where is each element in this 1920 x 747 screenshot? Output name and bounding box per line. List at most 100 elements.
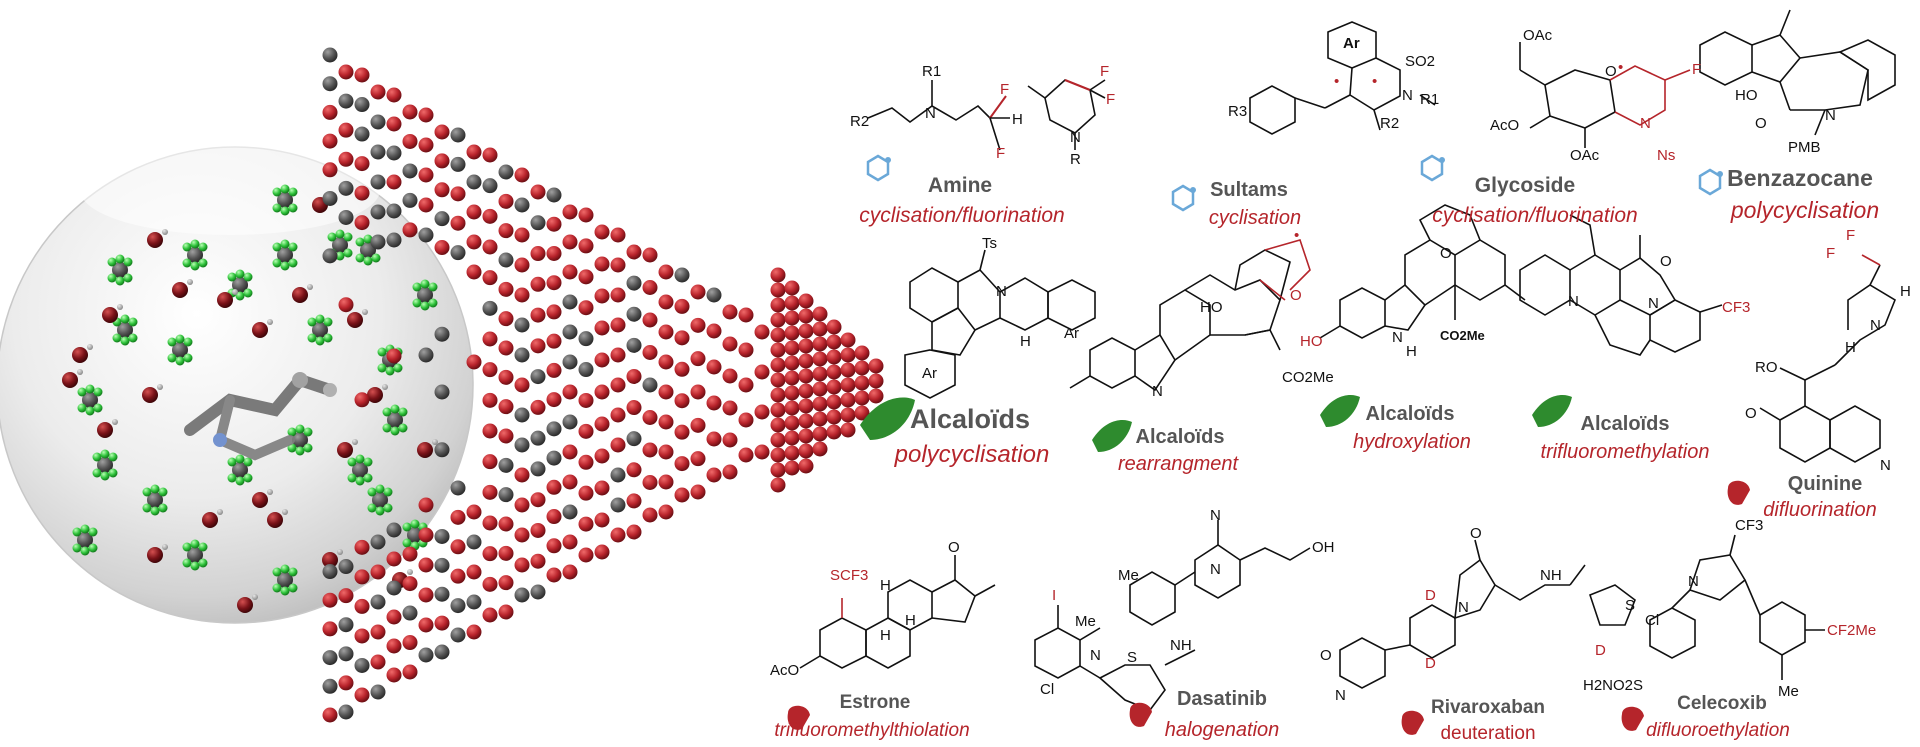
bead — [402, 664, 418, 680]
solvent-molecule — [227, 454, 253, 486]
bead — [706, 431, 722, 447]
label-n-16: N — [1335, 687, 1346, 704]
bead — [840, 407, 856, 423]
label-n-6: N — [996, 283, 1007, 300]
bead — [770, 477, 786, 493]
bead — [626, 431, 642, 447]
hydronium-ion — [252, 492, 268, 508]
bead — [498, 399, 514, 415]
alc4-process: trifluoromethylation — [1541, 441, 1710, 463]
bead — [498, 457, 514, 473]
bead — [784, 280, 800, 296]
label-n-9: N — [1568, 293, 1579, 310]
charge-dot — [187, 279, 193, 285]
bead — [610, 257, 626, 273]
bead — [482, 546, 498, 562]
label-aco: AcO — [1490, 117, 1519, 134]
bead — [370, 654, 386, 670]
label-n-3: N — [1402, 87, 1413, 104]
hydronium-ion — [347, 312, 363, 328]
bead — [322, 650, 338, 666]
label-oac-1: OAc — [1523, 27, 1553, 44]
charge-dot — [162, 229, 168, 235]
label-r: R — [1070, 151, 1081, 168]
label-so2: SO2 — [1405, 53, 1435, 70]
charge-dot — [362, 309, 368, 315]
bead — [826, 394, 842, 410]
bead — [450, 627, 466, 643]
bead — [354, 185, 370, 201]
dasatinib-process: halogenation — [1165, 719, 1280, 741]
bead — [854, 390, 870, 406]
celecoxib-structure — [1649, 534, 1825, 680]
bead — [578, 238, 594, 254]
label-n-8: N — [1392, 329, 1403, 346]
label-ro: RO — [1755, 359, 1778, 376]
charge-dot — [77, 369, 83, 375]
bead — [546, 304, 562, 320]
bead — [784, 370, 800, 386]
bead — [626, 275, 642, 291]
bead — [754, 404, 770, 420]
bead — [562, 474, 578, 490]
bead — [434, 326, 450, 342]
bead — [798, 338, 814, 354]
label-h-4: H — [1900, 283, 1911, 300]
solvent-molecule — [347, 454, 373, 486]
bead — [784, 310, 800, 326]
quinine-structure — [1759, 254, 1896, 463]
bead — [338, 559, 354, 575]
bead — [578, 516, 594, 532]
bead — [402, 605, 418, 621]
charge-dot — [337, 549, 343, 555]
bead — [530, 184, 546, 200]
bead — [322, 564, 338, 580]
label-o-4: O — [1440, 245, 1452, 262]
bead — [770, 297, 786, 313]
bead — [434, 124, 450, 140]
hydronium-ion — [172, 282, 188, 298]
bead — [784, 295, 800, 311]
bead — [690, 284, 706, 300]
bead — [722, 464, 738, 480]
bead — [594, 480, 610, 496]
charge-dot — [352, 439, 358, 445]
bead — [578, 362, 594, 378]
bead — [826, 319, 842, 335]
bead — [354, 392, 370, 408]
bead — [722, 432, 738, 448]
bead — [812, 426, 828, 442]
bead — [826, 349, 842, 365]
bead — [434, 153, 450, 169]
bead — [482, 576, 498, 592]
label-o-6: O — [1745, 405, 1757, 422]
bead — [840, 332, 856, 348]
bead — [322, 47, 338, 63]
bead — [658, 414, 674, 430]
bead — [658, 324, 674, 340]
charge-dot — [382, 384, 388, 390]
bead — [466, 234, 482, 250]
bead — [738, 307, 754, 323]
bead — [482, 270, 498, 286]
hydronium-ion — [252, 322, 268, 338]
bead — [784, 340, 800, 356]
bead — [322, 678, 338, 694]
bead — [498, 487, 514, 503]
bead — [546, 450, 562, 466]
bead — [418, 227, 434, 243]
solvent-molecules — [62, 184, 438, 613]
benzazocane-structure — [1699, 9, 1896, 136]
bead — [530, 215, 546, 231]
bead — [514, 497, 530, 513]
bead — [498, 193, 514, 209]
charge-dot — [232, 289, 238, 295]
bead — [642, 410, 658, 425]
bead — [658, 354, 674, 370]
charge-dot — [117, 304, 123, 310]
label-me-2: Me — [1118, 567, 1139, 584]
label-f-q1: F — [1826, 245, 1835, 262]
bead — [338, 64, 354, 80]
bead — [812, 351, 828, 367]
bead — [322, 76, 338, 92]
